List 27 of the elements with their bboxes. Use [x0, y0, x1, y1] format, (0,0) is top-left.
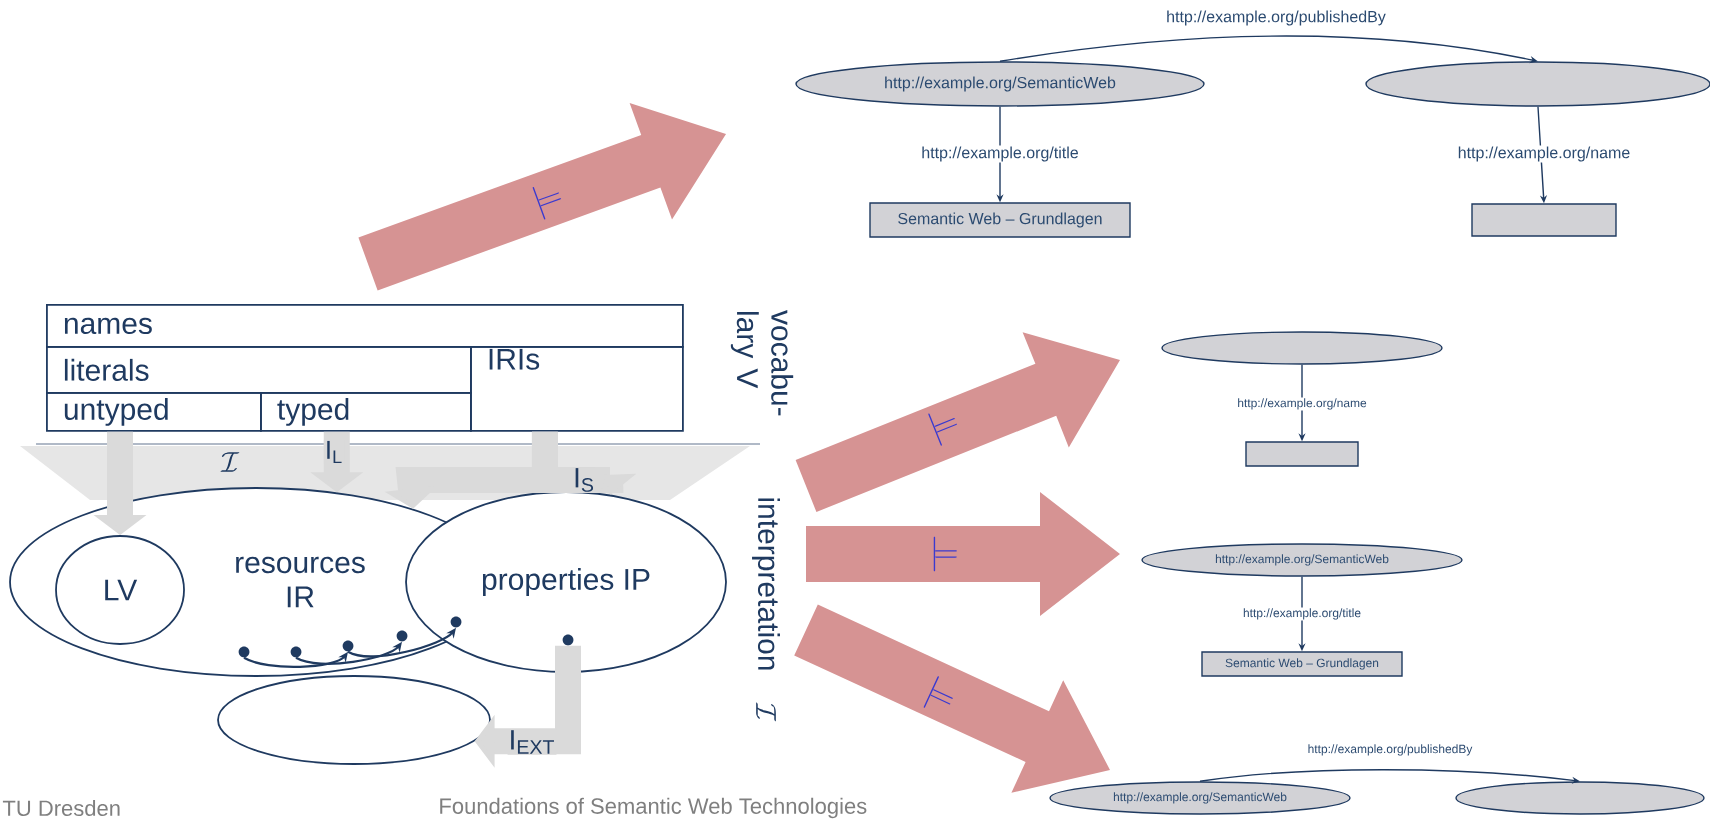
side-label: interpretation [752, 498, 780, 670]
resource-ellipse [1365, 61, 1710, 107]
edge-label: http://example.org/publishedBy [1165, 9, 1387, 27]
entails-symbol: $\models$ [532, 186, 562, 220]
edge-label: http://example.org/name [1456, 145, 1632, 163]
table-cell: IRIs [470, 346, 684, 432]
interpretation-symbol: $\mathcal{I}$ [220, 452, 240, 472]
literal-box [1245, 441, 1359, 467]
literal-box: Semantic Web – Grundlagen [869, 202, 1131, 238]
set-ellipse [217, 675, 491, 765]
side-label: vocabu-lary V [730, 310, 794, 416]
entails-symbol: $\models$ [923, 676, 953, 708]
footer-text: Foundations of Semantic Web Technologies [440, 797, 867, 819]
entails-symbol: $\models$ [933, 536, 957, 572]
resource-ellipse [1161, 331, 1443, 365]
edge-label: I$_{S}$ [572, 467, 596, 493]
footer-text: TU Dresden [2, 799, 120, 817]
table-cell: names [46, 304, 684, 348]
resource-ellipse [1455, 781, 1705, 815]
edge-label: I$_{EXT}$ [507, 729, 557, 755]
edge-label: http://example.org/title [920, 145, 1080, 163]
table-cell: literals [46, 346, 472, 394]
entails-symbol: $\models$ [928, 413, 958, 446]
literal-box [1471, 203, 1617, 237]
table-cell: untyped [46, 392, 262, 432]
interpretation-symbol: $\mathcal{I}$ [756, 702, 776, 722]
table-cell: typed [260, 392, 472, 432]
